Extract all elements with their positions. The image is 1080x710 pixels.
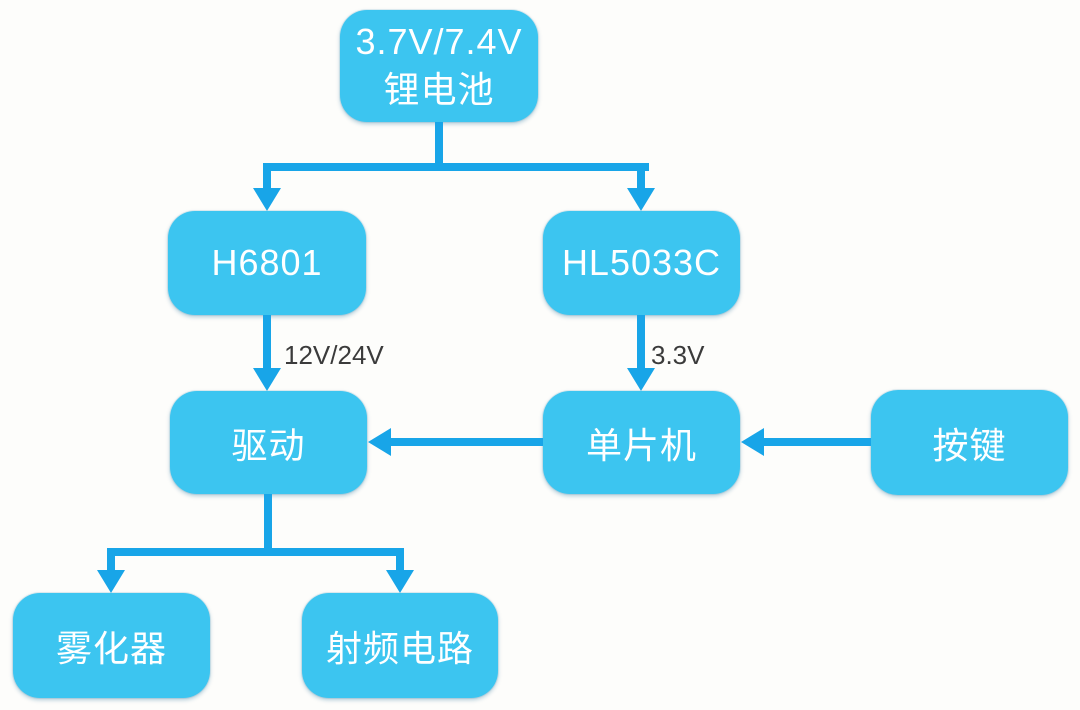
edge-mcu-drive-line (389, 438, 543, 446)
node-drive: 驱动 (170, 391, 367, 494)
node-drive-label: 驱动 (231, 424, 306, 466)
node-battery: 3.7V/7.4V 锂电池 (340, 10, 538, 122)
node-battery-label-line1: 3.7V/7.4V (355, 21, 523, 62)
arrowhead-into-drive-top (253, 368, 281, 391)
node-hl5033c: HL5033C (543, 211, 740, 315)
arrowhead-into-hl5033c (627, 188, 655, 211)
node-key: 按键 (871, 390, 1068, 495)
arrowhead-into-mcu-top (627, 368, 655, 391)
edge-battery-split-bar (263, 163, 649, 171)
node-hl5033c-label: HL5033C (561, 242, 722, 283)
edge-label-3v3: 3.3V (651, 340, 705, 370)
edge-battery-h6801-drop (263, 163, 271, 190)
node-mcu-label: 单片机 (585, 424, 697, 466)
arrowhead-into-drive-right (368, 428, 391, 456)
edge-drive-stem (264, 494, 272, 552)
node-battery-label-line2: 锂电池 (383, 69, 495, 110)
edge-battery-hl5033c-drop (637, 163, 645, 190)
node-h6801-label: H6801 (211, 242, 323, 283)
node-atomizer: 雾化器 (13, 593, 210, 698)
arrowhead-into-mcu-right (741, 428, 764, 456)
node-atomizer-label: 雾化器 (55, 627, 167, 669)
node-mcu: 单片机 (543, 391, 740, 494)
arrowhead-into-atomizer (97, 570, 125, 593)
edge-drive-rf-drop (396, 548, 404, 573)
edge-hl5033c-mcu-line (637, 315, 645, 370)
arrowhead-into-h6801 (253, 188, 281, 211)
edge-drive-split-bar (107, 548, 404, 556)
edge-h6801-drive-line (263, 315, 271, 370)
node-h6801: H6801 (168, 211, 366, 315)
node-rf-circuit-label: 射频电路 (325, 627, 474, 669)
edge-battery-stem (435, 122, 443, 168)
edge-drive-atomizer-drop (107, 548, 115, 573)
edge-key-mcu-line (762, 438, 871, 446)
edge-label-12v-24v: 12V/24V (284, 340, 384, 370)
node-rf-circuit: 射频电路 (302, 593, 498, 698)
arrowhead-into-rf-circuit (386, 570, 414, 593)
node-key-label: 按键 (932, 424, 1007, 466)
